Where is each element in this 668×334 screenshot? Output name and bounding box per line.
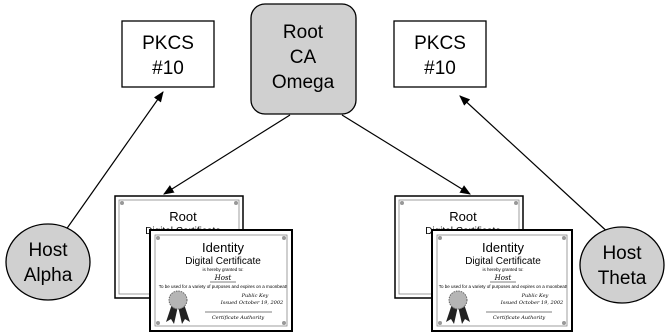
right-identity-cert-key: Public Key [521,293,549,299]
left-identity-cert-subtitle: Digital Certificate [185,256,261,267]
left-award-ribbon-icon [166,290,190,324]
right-award-ribbon-icon [446,290,470,324]
root-ca-line-1: Root [283,22,324,43]
arrow-host-theta-to-pkcs [459,95,613,237]
host-alpha-line-2: Alpha [24,265,73,286]
pkcs-left-node: PKCS #10 [121,20,215,88]
pkcs-right-line-2: #10 [424,58,456,79]
left-identity-certificate: Identity Digital Certificate is hereby g… [149,229,293,332]
right-identity-cert-purpose: To be used for a variety of purposes and… [439,284,568,289]
arrow-root-to-right-certs [341,114,471,195]
left-identity-cert-issued: Issued October 19, 2002 [220,300,283,306]
right-identity-cert-subtitle: Digital Certificate [465,256,541,267]
root-ca-node: Root CA Omega [250,3,357,115]
pkcs-right-node: PKCS #10 [393,20,487,88]
pkcs-left-line-2: #10 [152,58,184,79]
host-theta-line-1: Host [602,243,642,264]
right-identity-cert-signature: Certificate Authority [493,315,546,321]
root-ca-line-2: CA [290,47,317,68]
left-identity-cert-granted: is hereby granted to: [202,267,243,272]
left-root-cert-title: Root [169,209,197,224]
right-identity-cert-title: Identity [482,240,524,255]
host-theta-node: Host Theta [579,226,665,304]
right-root-cert-title: Root [449,209,477,224]
right-identity-cert-granted: is hereby granted to: [482,267,523,272]
root-ca-line-3: Omega [272,72,335,93]
pkcs-left-line-1: PKCS [142,33,194,54]
left-identity-cert-holder: Host [214,274,232,282]
host-alpha-line-1: Host [28,240,68,261]
right-identity-cert-issued: Issued October 19, 2002 [500,300,563,306]
host-alpha-node: Host Alpha [5,223,91,301]
left-identity-cert-key: Public Key [241,293,269,299]
arrow-host-alpha-to-pkcs [62,91,164,235]
left-identity-cert-title: Identity [202,240,244,255]
pkcs-right-line-1: PKCS [414,33,466,54]
right-identity-cert-holder: Host [494,274,512,282]
host-theta-line-2: Theta [598,268,647,289]
left-identity-cert-purpose: To be used for a variety of purposes and… [159,284,288,289]
left-identity-cert-signature: Certificate Authority [212,315,265,321]
arrow-root-to-left-certs [163,114,291,195]
right-identity-certificate: Identity Digital Certificate is hereby g… [431,229,573,332]
